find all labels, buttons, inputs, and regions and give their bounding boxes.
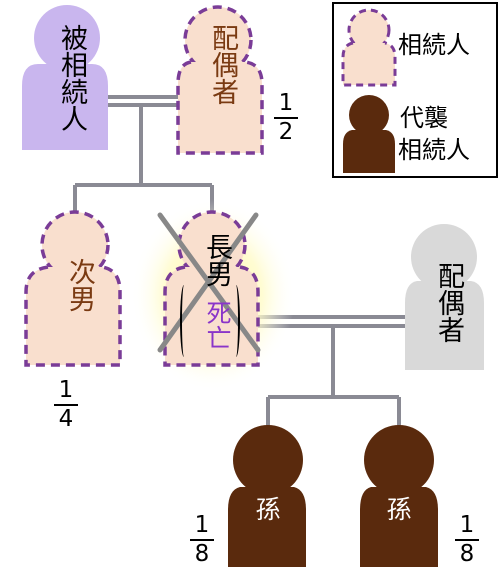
share-second-son-numerator: 1	[58, 377, 74, 403]
eldest-son-label: 長男	[201, 233, 232, 287]
legend-substitute-icon	[343, 95, 395, 173]
grandchild-right-label: 孫	[386, 495, 412, 524]
second-son-label: 次男	[64, 258, 95, 312]
legend-box	[332, 2, 498, 178]
share-grandchild-right-denominator: 8	[459, 541, 475, 567]
spouse-top-label: 配偶者	[207, 23, 238, 105]
spouse-right-figure	[405, 224, 484, 370]
spouse-right-label: 配偶者	[433, 261, 464, 343]
spouse-top-figure	[176, 5, 264, 155]
share-second-son-denominator: 4	[58, 406, 74, 432]
share-grandchild-left: 1 8	[190, 514, 214, 567]
grandchild-right-figure	[360, 425, 438, 567]
share-grandchild-right-numerator: 1	[459, 512, 475, 538]
legend-heir-icon	[341, 8, 397, 87]
deceased-paren-open	[180, 285, 188, 357]
legend-substitute-label-2: 相続人	[398, 136, 470, 164]
deceased-cross	[157, 212, 261, 353]
deceased-paren-close	[232, 285, 240, 357]
share-second-son: 1 4	[54, 379, 78, 432]
decedent-figure	[22, 5, 108, 150]
fraction-bar	[274, 117, 298, 119]
decedent-label: 被相続人	[56, 24, 87, 132]
grandchild-left-figure	[228, 425, 306, 567]
fraction-bar	[54, 404, 78, 406]
fraction-bar	[455, 539, 479, 541]
eldest-son-status-label: 死亡	[203, 300, 232, 350]
second-son-figure	[24, 210, 122, 367]
share-grandchild-left-denominator: 8	[194, 541, 210, 567]
share-grandchild-left-numerator: 1	[194, 512, 210, 538]
legend-heir-label: 相続人	[398, 31, 470, 59]
legend-substitute-label-1: 代襲	[400, 104, 448, 132]
share-spouse-top-numerator: 1	[278, 90, 294, 116]
grandchild-left-label: 孫	[255, 495, 281, 524]
share-spouse-top: 1 2	[274, 92, 298, 145]
fraction-bar	[190, 539, 214, 541]
share-grandchild-right: 1 8	[455, 514, 479, 567]
share-spouse-top-denominator: 2	[278, 119, 294, 145]
